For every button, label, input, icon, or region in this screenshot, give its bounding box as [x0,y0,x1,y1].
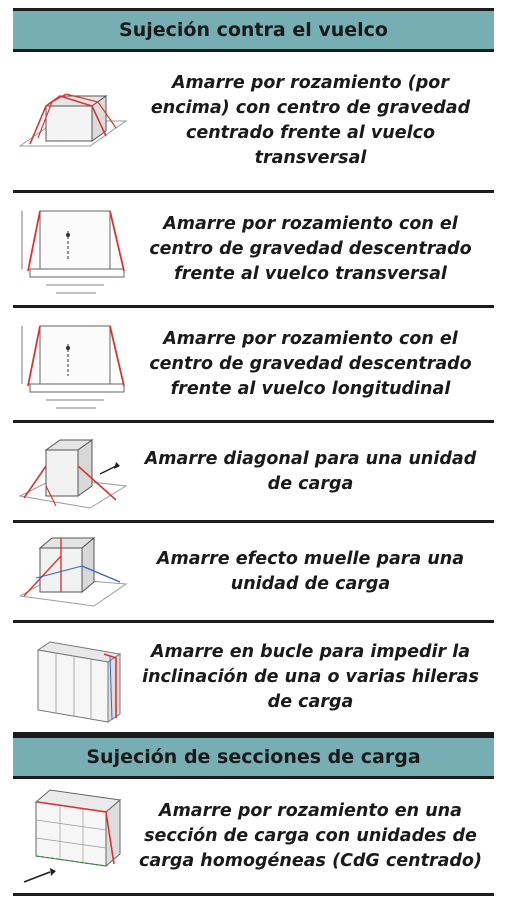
spring-lashing-diagram-icon [13,523,131,620]
list-item-label: Amarre por rozamiento (por encima) con c… [150,73,471,168]
list-item-homogeneous-section[interactable]: Amarre por rozamiento en una sección de … [13,779,494,896]
list-item-label: Amarre en bucle para impedir la inclinac… [142,642,479,712]
loop-lashing-diagram-icon [13,623,131,732]
list-item-label: Amarre efecto muelle para una unidad de … [156,548,465,594]
list-item-offcenter-longitudinal[interactable]: Amarre por rozamiento con el centro de g… [13,308,494,423]
section-title: Sujeción contra el vuelco [119,19,388,41]
list-item-loop[interactable]: Amarre en bucle para impedir la inclinac… [13,623,494,735]
list-item-label: Amarre por rozamiento con el centro de g… [149,328,472,399]
list-item-label: Amarre por rozamiento con el centro de g… [149,213,472,284]
off-center-longitudinal-lashing-diagram-icon [13,308,131,420]
section-header-tipping: Sujeción contra el vuelco [13,8,494,52]
section-header-load-sections: Sujeción de secciones de carga [13,735,494,779]
homogeneous-section-lashing-diagram-icon [13,779,131,893]
centered-frictional-lashing-diagram-icon [13,52,131,190]
list-item-centered-frictional[interactable]: Amarre por rozamiento (por encima) con c… [13,52,494,193]
list-item-offcenter-transverse[interactable]: Amarre por rozamiento con el centro de g… [13,193,494,308]
diagonal-lashing-diagram-icon [13,423,131,520]
list-item-spring[interactable]: Amarre efecto muelle para una unidad de … [13,523,494,623]
list-item-label: Amarre diagonal para una unidad de carga [144,448,477,494]
off-center-transverse-lashing-diagram-icon [13,193,131,305]
list-item-diagonal[interactable]: Amarre diagonal para una unidad de carga [13,423,494,523]
section-title: Sujeción de secciones de carga [86,746,421,768]
list-item-label: Amarre por rozamiento en una sección de … [139,800,482,871]
